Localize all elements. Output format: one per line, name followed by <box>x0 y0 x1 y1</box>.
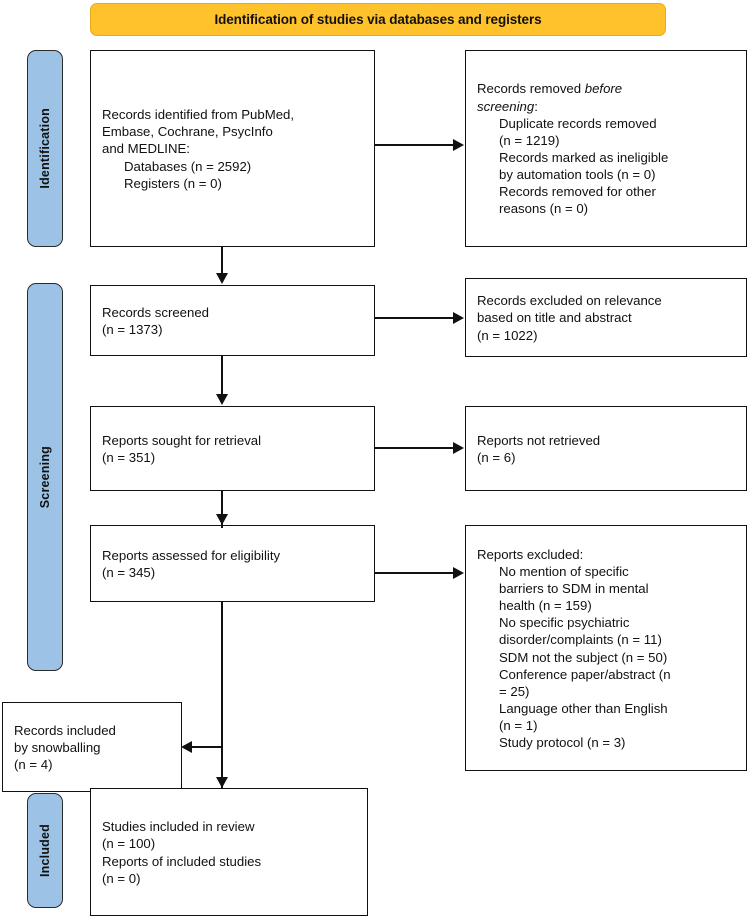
box-reports-excluded: Reports excluded: No mention of specific… <box>465 525 747 771</box>
text-line: Records marked as ineligible <box>499 150 669 165</box>
text-fragment: : <box>534 98 538 114</box>
text-line: Conference paper/abstract (n <box>499 666 671 682</box>
text-fragment: Records removed <box>477 81 585 97</box>
arrowhead-screened-to-sought <box>216 394 228 405</box>
arrowhead-sought-to-assessed <box>216 514 228 525</box>
text-line: Study protocol (n = 3) <box>499 735 626 751</box>
connector-identified-to-removed <box>375 144 455 146</box>
text-line: Records removed for other <box>499 184 656 200</box>
connector-assessed-to-excluded <box>375 572 455 574</box>
box-reports-not-retrieved: Reports not retrieved (n = 6) <box>465 406 747 491</box>
text-line: No specific psychiatric <box>499 615 630 631</box>
text-line: Studies included in review <box>102 819 255 835</box>
text-line: Records identified from PubMed, <box>102 107 295 123</box>
stage-tab-screening: Screening <box>27 283 63 671</box>
text-line: and MEDLINE: <box>102 141 190 157</box>
text-line: Reports assessed for eligibility <box>102 547 281 563</box>
box-records-included-by-snowballing: Records included by snowballing (n = 4) <box>2 702 182 792</box>
text-line: No mention of specific <box>499 563 629 579</box>
connector-trunk-to-snowballing <box>192 746 222 748</box>
text-line: = 25) <box>499 683 530 699</box>
text-line: Records included <box>14 722 116 738</box>
text-line: Reports sought for retrieval <box>102 432 262 448</box>
arrowhead-identified-to-screened <box>216 273 228 284</box>
stage-tab-identification: Identification <box>27 50 63 247</box>
connector-identified-to-screened <box>221 247 223 275</box>
text-line: Databases (n = 2592) <box>124 158 252 174</box>
text-line: Reports not retrieved <box>477 432 601 448</box>
box-records-excluded-relevance: Records excluded on relevance based on t… <box>465 278 747 357</box>
arrowhead-assessed-to-excluded <box>453 567 464 579</box>
box-records-removed-before-screening: Records removed before screening: Duplic… <box>465 50 747 247</box>
text-line: by automation tools (n = 0) <box>499 167 656 183</box>
text-line: (n = 0) <box>102 870 141 886</box>
stage-label-included: Included <box>38 824 52 877</box>
text-line: reasons (n = 0) <box>499 201 589 217</box>
box-reports-sought-for-retrieval: Reports sought for retrieval (n = 351) <box>90 406 375 491</box>
text-line: (n = 6) <box>477 450 516 465</box>
connector-screened-to-sought <box>221 356 223 395</box>
text-fragment-italic: screening <box>477 98 535 114</box>
text-line: barriers to SDM in mental <box>499 580 649 596</box>
arrowhead-trunk-to-snowballing <box>181 741 192 753</box>
text-line: disorder/complaints (n = 11) <box>499 632 662 648</box>
text-line: Reports of included studies <box>102 853 262 869</box>
arrowhead-sought-to-not-retrieved <box>453 442 464 454</box>
stage-label-screening: Screening <box>38 445 52 509</box>
text-line: Reports excluded: <box>477 546 584 562</box>
banner-identification-header: Identification of studies via databases … <box>90 3 666 36</box>
text-line: (n = 345) <box>102 565 156 580</box>
text-line: (n = 1) <box>499 718 538 734</box>
box-reports-assessed-for-eligibility: Reports assessed for eligibility (n = 34… <box>90 525 375 602</box>
text-line: Records excluded on relevance <box>477 293 662 309</box>
text-line: screening: <box>477 98 737 115</box>
connector-sought-to-assessed <box>221 491 223 528</box>
text-line: (n = 4) <box>14 757 53 773</box>
text-line: Records removed before <box>477 80 737 97</box>
text-line: (n = 100) <box>102 836 156 852</box>
box-records-screened: Records screened (n = 1373) <box>90 285 375 356</box>
text-line: Embase, Cochrane, PsycInfo <box>102 124 273 140</box>
text-line: health (n = 159) <box>499 598 592 614</box>
text-line: Duplicate records removed <box>499 115 657 131</box>
arrowhead-assessed-to-included <box>216 777 228 788</box>
banner-title: Identification of studies via databases … <box>214 12 542 27</box>
text-line: Language other than English <box>499 700 668 716</box>
box-studies-included-in-review: Studies included in review (n = 100) Rep… <box>90 788 368 916</box>
arrowhead-identified-to-removed <box>453 139 464 151</box>
text-line: based on title and abstract <box>477 310 632 326</box>
text-line: Registers (n = 0) <box>124 175 222 191</box>
text-fragment-italic: before <box>584 81 623 97</box>
connector-assessed-to-included <box>221 602 223 788</box>
stage-label-identification: Identification <box>38 108 52 189</box>
text-line: (n = 1022) <box>477 327 538 343</box>
box-records-identified: Records identified from PubMed, Embase, … <box>90 50 375 247</box>
stage-tab-included: Included <box>27 793 63 908</box>
text-line: SDM not the subject (n = 50) <box>499 649 668 665</box>
text-line: (n = 1219) <box>499 132 560 148</box>
text-line: (n = 351) <box>102 450 156 465</box>
text-line: by snowballing <box>14 739 101 755</box>
text-line: Records screened <box>102 304 210 320</box>
connector-screened-to-excluded-relevance <box>375 317 455 319</box>
arrowhead-screened-to-excluded-relevance <box>453 312 464 324</box>
connector-sought-to-not-retrieved <box>375 447 455 449</box>
text-line: (n = 1373) <box>102 322 163 337</box>
